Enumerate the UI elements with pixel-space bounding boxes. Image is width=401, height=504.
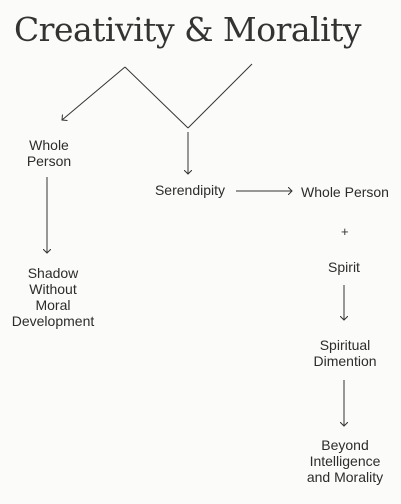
branch-line-to-left [62,66,126,120]
plus-sign: + [341,224,349,239]
diagram-title: Creativity & Morality [13,10,362,49]
node-whole-person-left: Whole Person [26,137,72,169]
node-spirit: Spirit [328,259,360,275]
node-beyond: Beyond Intelligence and Morality [306,437,384,485]
node-serendipity: Serendipity [154,182,226,198]
node-spiritual-dimention: Spiritual Dimention [313,337,377,369]
node-shadow: Shadow Without Moral Development [11,265,95,329]
branch-line-center-down [124,66,189,129]
node-whole-person-right: Whole Person [301,184,389,200]
branch-line-from-right [187,63,253,129]
